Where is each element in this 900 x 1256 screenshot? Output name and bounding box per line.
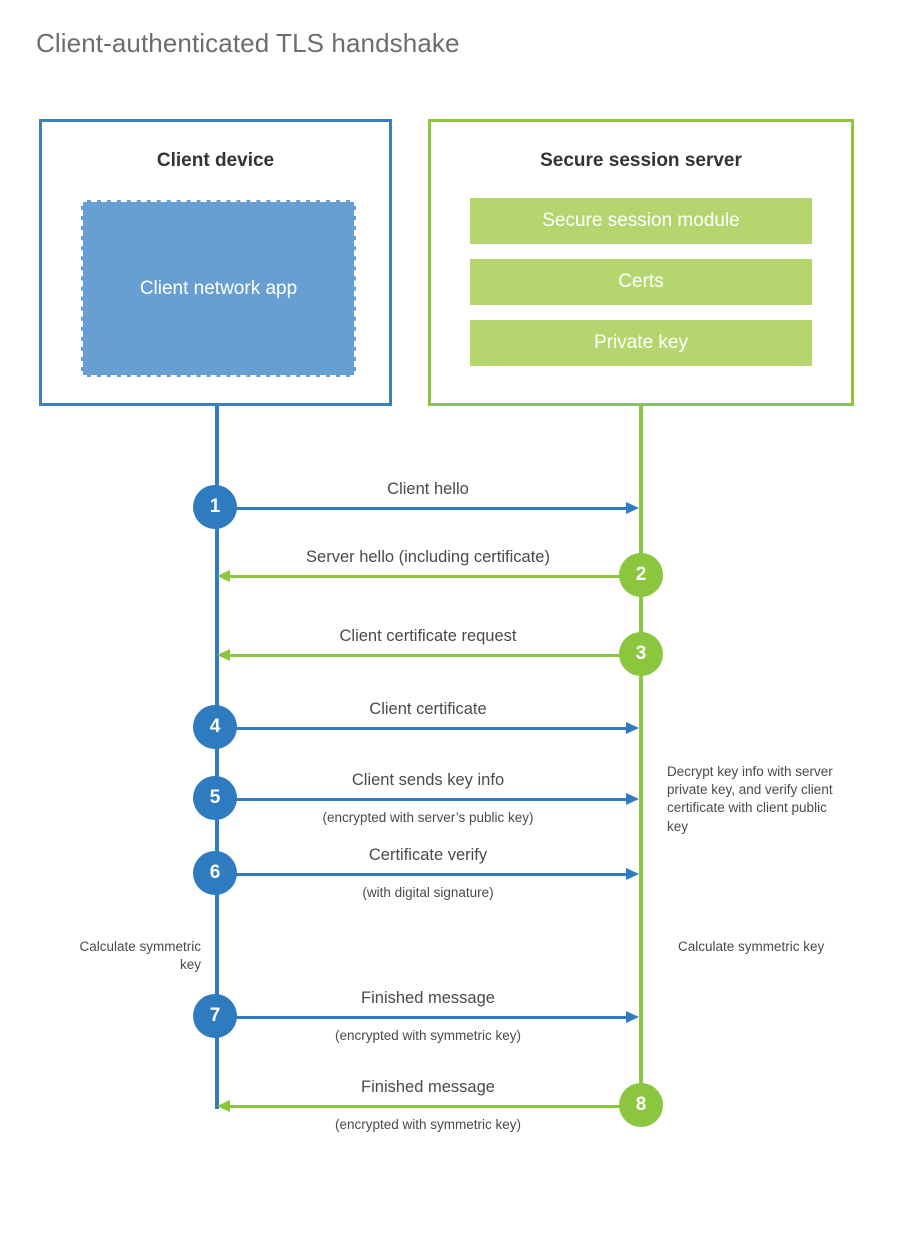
message-line-3 bbox=[230, 654, 639, 657]
arrowhead-right-icon bbox=[626, 793, 639, 805]
client-network-app-box: Client network app bbox=[81, 200, 356, 377]
page-title: Client-authenticated TLS handshake bbox=[36, 28, 460, 58]
step-circle-3[interactable]: 3 bbox=[619, 632, 663, 676]
step-circle-7[interactable]: 7 bbox=[193, 994, 237, 1038]
arrowhead-left-icon bbox=[217, 1100, 230, 1112]
message-sublabel-6: (with digital signature) bbox=[362, 885, 494, 900]
message-label-5: Client sends key info bbox=[351, 771, 505, 789]
server-decrypt-note: Decrypt key info with server private key… bbox=[667, 764, 833, 834]
message-line-8 bbox=[230, 1105, 639, 1108]
client-calculate-symmetric-key-note: Calculate symmetric key bbox=[79, 939, 201, 973]
message-line-6 bbox=[217, 873, 626, 876]
message-label-1: Client hello bbox=[387, 480, 469, 498]
message-sublabel-8: (encrypted with symmetric key) bbox=[334, 1117, 522, 1132]
message-line-5 bbox=[217, 798, 626, 801]
server-component-certs: Certs bbox=[470, 259, 812, 305]
server-components-list: Secure session module Certs Private key bbox=[431, 198, 851, 366]
client-lifeline bbox=[215, 406, 219, 1109]
message-label-6: Certificate verify bbox=[368, 846, 488, 864]
secure-session-server-box: Secure session server Secure session mod… bbox=[428, 119, 854, 406]
server-component-private-key: Private key bbox=[470, 320, 812, 366]
message-line-1 bbox=[217, 507, 626, 510]
arrowhead-right-icon bbox=[626, 868, 639, 880]
message-label-3: Client certificate request bbox=[339, 627, 517, 645]
arrowhead-left-icon bbox=[217, 570, 230, 582]
server-component-secure-session-module: Secure session module bbox=[470, 198, 812, 244]
message-label-4: Client certificate bbox=[369, 700, 487, 718]
step-circle-6[interactable]: 6 bbox=[193, 851, 237, 895]
message-label-8: Finished message bbox=[361, 1078, 495, 1096]
step-circle-2[interactable]: 2 bbox=[619, 553, 663, 597]
client-device-title: Client device bbox=[156, 150, 275, 171]
message-label-2: Server hello (including certificate) bbox=[306, 548, 550, 566]
arrowhead-right-icon bbox=[626, 502, 639, 514]
step-circle-1[interactable]: 1 bbox=[193, 485, 237, 529]
arrowhead-right-icon bbox=[626, 722, 639, 734]
step-circle-5[interactable]: 5 bbox=[193, 776, 237, 820]
step-circle-8[interactable]: 8 bbox=[619, 1083, 663, 1127]
message-line-4 bbox=[217, 727, 626, 730]
message-sublabel-7: (encrypted with symmetric key) bbox=[334, 1028, 522, 1043]
server-calculate-symmetric-key-note: Calculate symmetric key bbox=[678, 939, 825, 954]
arrowhead-right-icon bbox=[626, 1011, 639, 1023]
secure-session-server-title: Secure session server bbox=[540, 150, 742, 171]
client-device-box: Client device Client network app bbox=[39, 119, 392, 406]
arrowhead-left-icon bbox=[217, 649, 230, 661]
server-lifeline bbox=[639, 406, 643, 1106]
step-circle-4[interactable]: 4 bbox=[193, 705, 237, 749]
message-line-7 bbox=[217, 1016, 626, 1019]
message-sublabel-5: (encrypted with server’s public key) bbox=[322, 810, 534, 825]
message-label-7: Finished message bbox=[361, 989, 495, 1007]
message-line-2 bbox=[230, 575, 639, 578]
